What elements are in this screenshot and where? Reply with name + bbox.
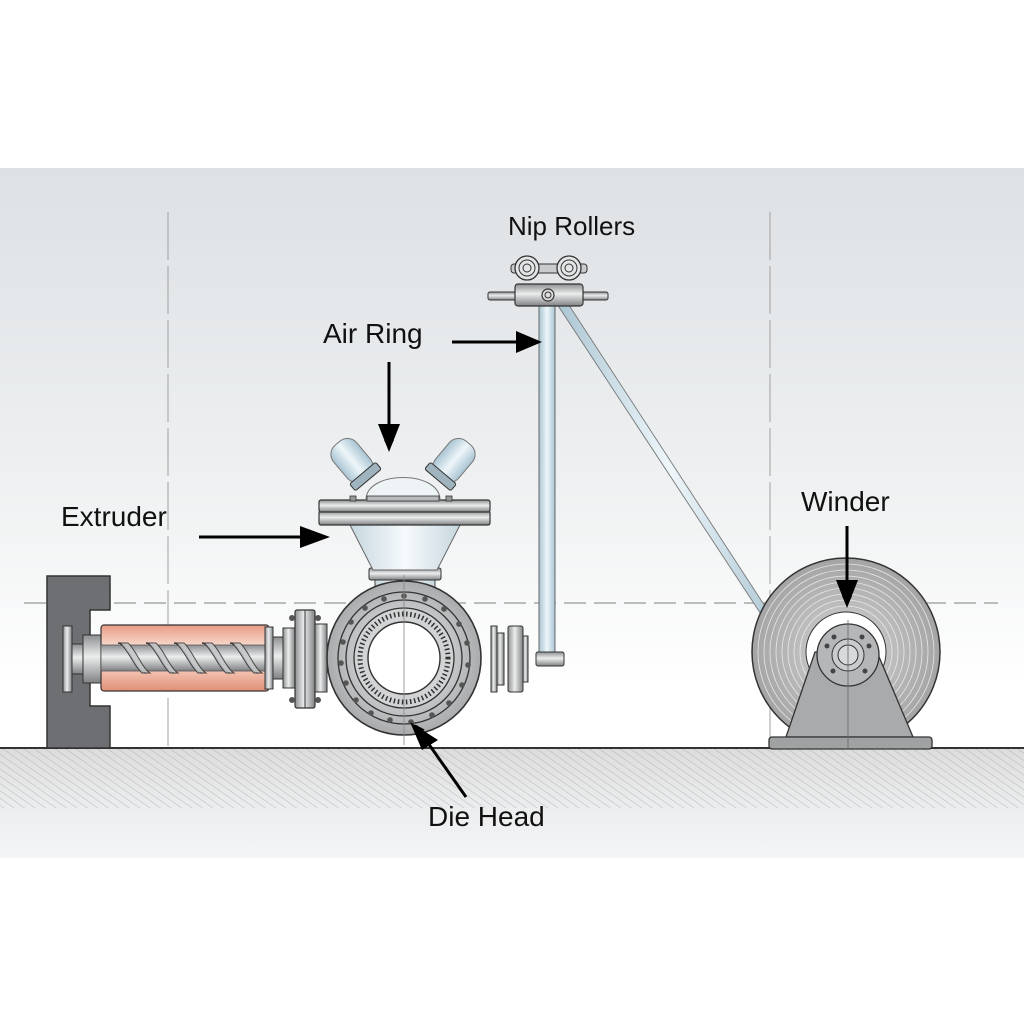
die-outlet-coupling: [490, 625, 529, 693]
label-nip-rollers: Nip Rollers: [508, 211, 636, 241]
barrel-end-ring: [264, 626, 274, 690]
air-ring-plate-lower: [318, 510, 491, 526]
label-winder: Winder: [801, 486, 890, 517]
label-die-head: Die Head: [428, 801, 545, 832]
label-extruder: Extruder: [61, 501, 167, 532]
air-ring: [318, 437, 491, 571]
film-tube-vertical: [538, 301, 556, 659]
winder-base: [768, 736, 933, 750]
die-head: [326, 567, 482, 745]
label-air-ring: Air Ring: [323, 318, 423, 349]
coupling-neck: [314, 623, 328, 693]
nip-roller-left: [514, 255, 540, 281]
floor-hatch: [0, 748, 1024, 808]
winder: [751, 557, 941, 750]
air-inlet-left: [330, 437, 382, 491]
extruder: [46, 575, 328, 749]
air-inlet-right: [424, 437, 476, 491]
screw-flight-bodies: [118, 642, 264, 674]
air-ring-plate-upper: [318, 499, 491, 513]
nip-roller-tower: [487, 255, 788, 667]
extruder-rear-plate: [62, 625, 73, 693]
extruder-collar: [82, 634, 104, 684]
die-bolts: [338, 593, 471, 725]
coupling-hub: [282, 627, 296, 689]
nip-roller-right: [556, 255, 582, 281]
die-teeth: [357, 611, 451, 705]
arrowheads: [300, 331, 858, 750]
tower-foot: [535, 651, 565, 667]
